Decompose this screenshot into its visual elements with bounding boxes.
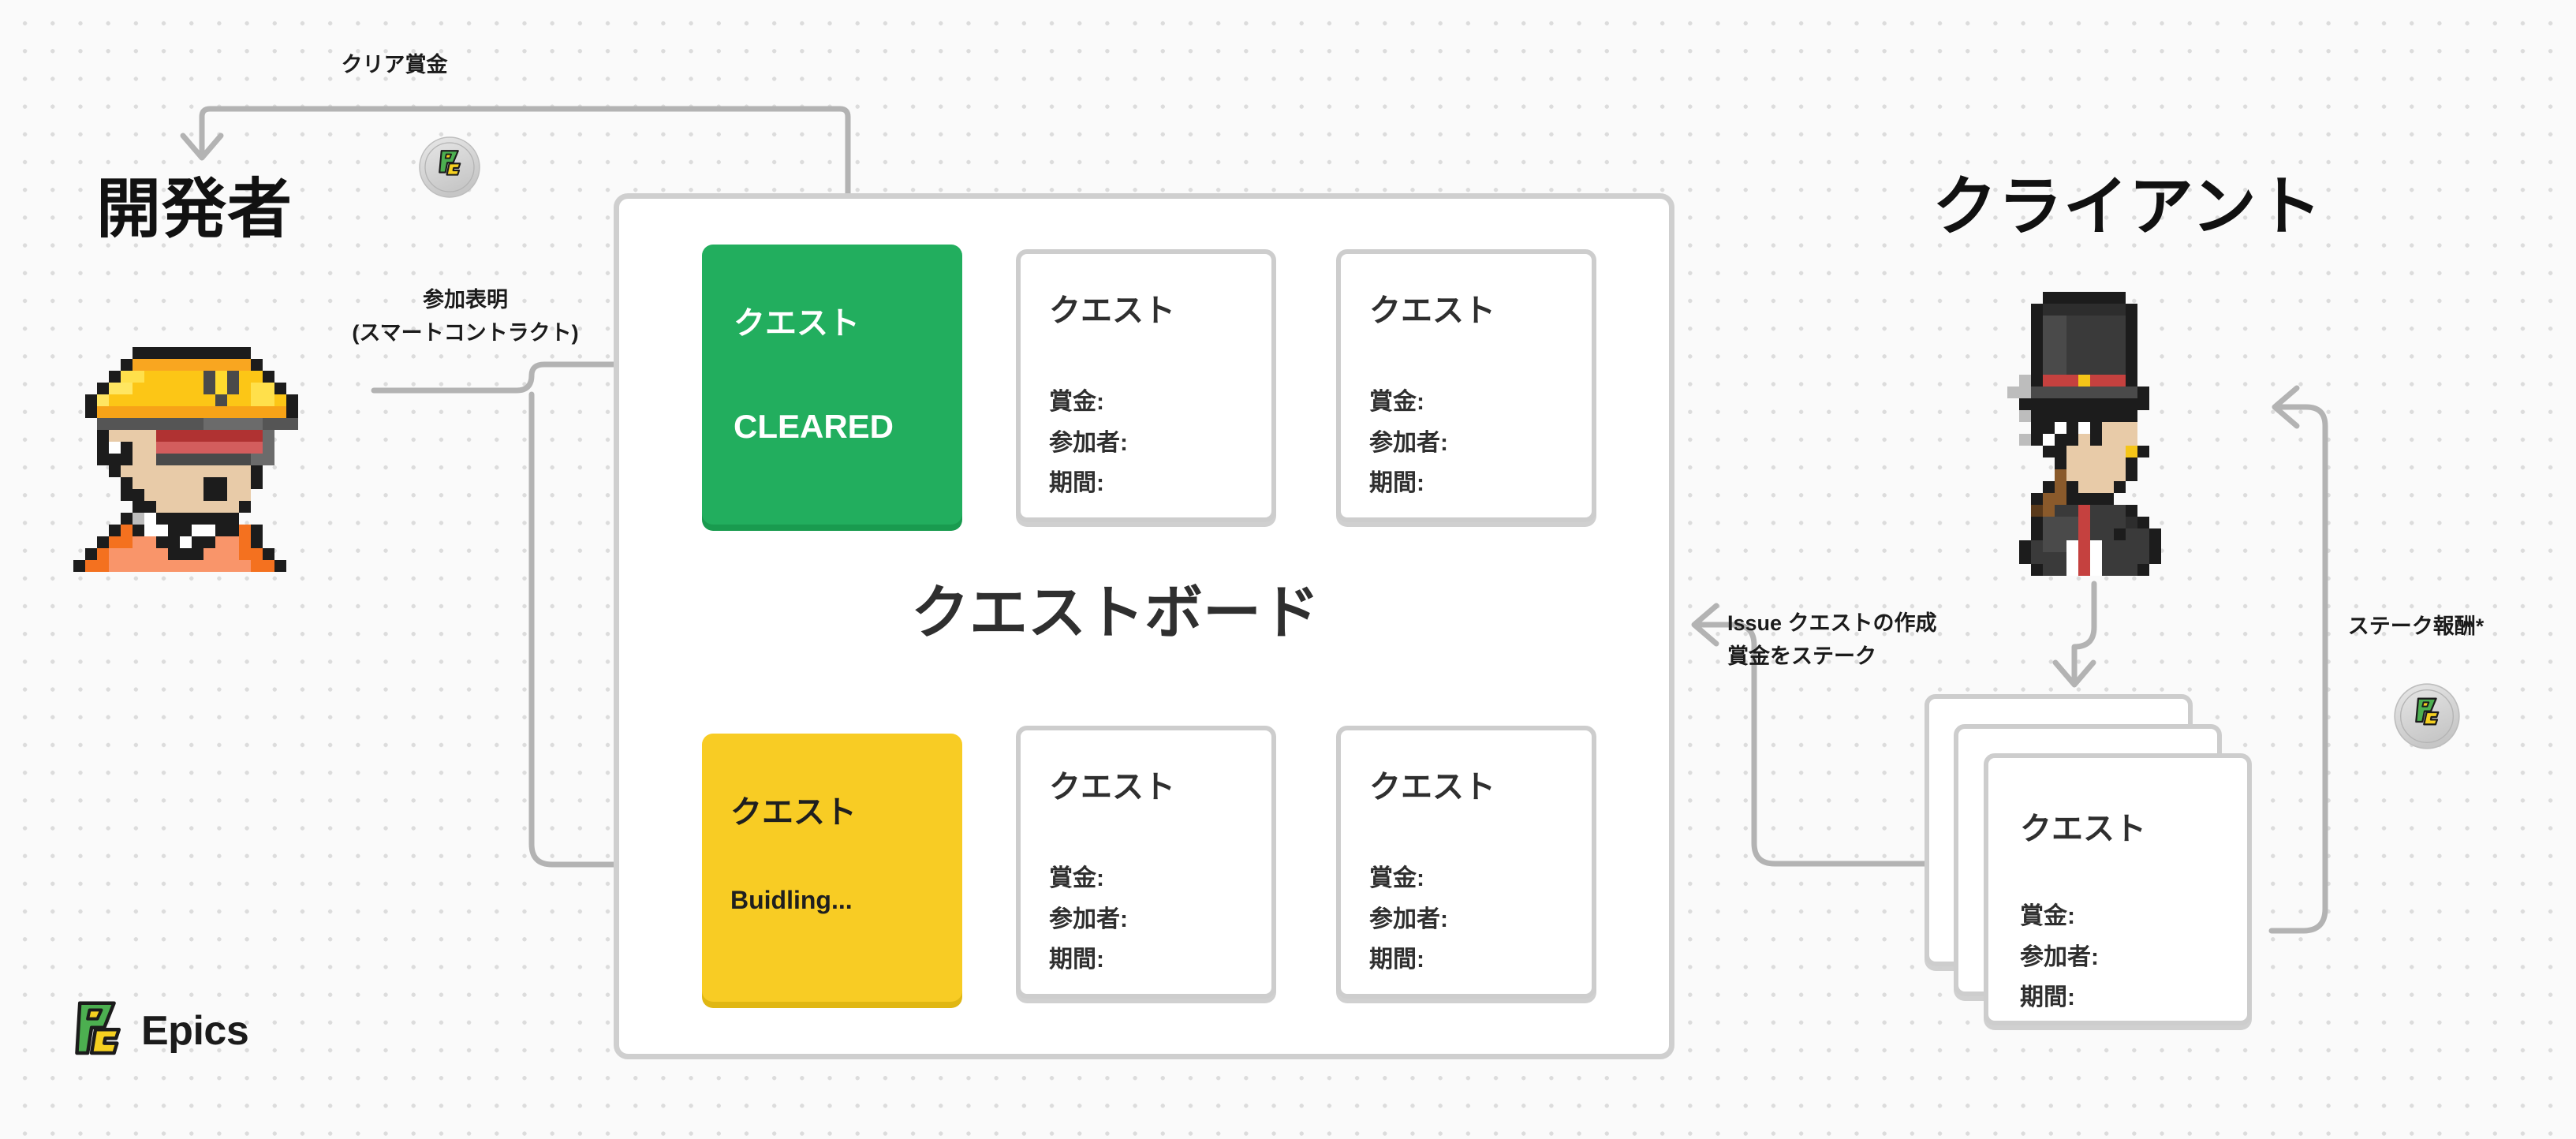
flow-label-participation: 参加表明 (スマートコントラクト) — [300, 284, 631, 350]
pixel-client-tophat-avatar — [1948, 292, 2208, 599]
quest-card-status: Buidling... — [730, 886, 853, 914]
flow-label-clear-reward: クリア賞金 — [341, 53, 448, 77]
quest-card-period: 期間: — [1369, 470, 1424, 497]
epics-logo-icon — [75, 1000, 124, 1061]
quest-card-meta: 賞金: 参加者: 期間: — [1369, 858, 1448, 980]
quest-card-open-1[interactable]: クエスト 賞金: 参加者: 期間: — [1016, 249, 1276, 522]
quest-card-cleared[interactable]: クエスト CLEARED — [702, 245, 962, 525]
quest-card-participants: 参加者: — [1369, 429, 1448, 456]
flow-label-participation-line2: (スマートコントラクト) — [352, 320, 579, 345]
flow-label-issue-quest: Issue クエストの作成 賞金をステーク — [1727, 607, 2059, 674]
quest-card-meta: 賞金: 参加者: 期間: — [1049, 858, 1128, 980]
epics-coin-icon — [418, 136, 481, 199]
quest-card-open-2[interactable]: クエスト 賞金: 参加者: 期間: — [1336, 249, 1596, 522]
epics-coin-icon-stake — [2393, 682, 2461, 750]
quest-card-bounty: 賞金: — [1369, 389, 1424, 415]
quest-card-building[interactable]: クエスト Buidling... — [702, 734, 962, 1002]
quest-card-title: クエスト — [1369, 770, 1495, 805]
client-quest-card-front[interactable]: クエスト 賞金: 参加者: 期間: — [1984, 753, 2252, 1025]
quest-card-open-3[interactable]: クエスト 賞金: 参加者: 期間: — [1016, 726, 1276, 999]
quest-card-title: クエスト — [2020, 812, 2146, 846]
quest-card-bounty: 賞金: — [1049, 865, 1104, 891]
quest-card-title: クエスト — [730, 795, 857, 830]
epics-brand-name: Epics — [141, 1007, 249, 1054]
arrow-stake-reward — [2268, 385, 2328, 934]
flow-label-issue-quest-line1: Issue クエストの作成 — [1727, 611, 1937, 635]
flow-label-issue-quest-line2: 賞金をステーク — [1727, 644, 1876, 668]
quest-card-period: 期間: — [1049, 947, 1104, 973]
quest-card-meta: 賞金: 参加者: 期間: — [1049, 382, 1128, 504]
quest-card-bounty: 賞金: — [1049, 389, 1104, 415]
quest-board-title: クエストボード — [911, 580, 1320, 645]
quest-card-participants: 参加者: — [1049, 906, 1128, 932]
epics-brand-lockup: Epics — [75, 1000, 249, 1061]
quest-card-open-4[interactable]: クエスト 賞金: 参加者: 期間: — [1336, 726, 1596, 999]
role-title-developer: 開発者 — [96, 174, 293, 245]
flow-label-participation-line1: 参加表明 — [423, 288, 508, 312]
quest-card-title: クエスト — [1049, 770, 1175, 805]
quest-card-participants: 参加者: — [2020, 943, 2099, 970]
quest-card-title: クエスト — [1369, 293, 1495, 328]
quest-card-meta: 賞金: 参加者: 期間: — [2020, 896, 2099, 1018]
quest-card-title: クエスト — [1049, 293, 1175, 328]
role-title-client: クライアント — [1932, 171, 2323, 243]
quest-card-title: クエスト — [734, 306, 860, 341]
quest-card-period: 期間: — [1369, 947, 1424, 973]
quest-card-bounty: 賞金: — [1369, 865, 1424, 891]
quest-card-meta: 賞金: 参加者: 期間: — [1369, 382, 1448, 504]
flow-label-stake-reward: ステーク報酬* — [2347, 614, 2485, 638]
quest-card-participants: 参加者: — [1049, 429, 1128, 456]
quest-card-period: 期間: — [1049, 470, 1104, 497]
quest-card-bounty: 賞金: — [2020, 903, 2075, 929]
quest-card-period: 期間: — [2020, 984, 2075, 1011]
quest-card-participants: 参加者: — [1369, 906, 1448, 932]
quest-card-status: CLEARED — [734, 408, 894, 445]
pixel-developer-hardhat-avatar — [62, 347, 322, 607]
